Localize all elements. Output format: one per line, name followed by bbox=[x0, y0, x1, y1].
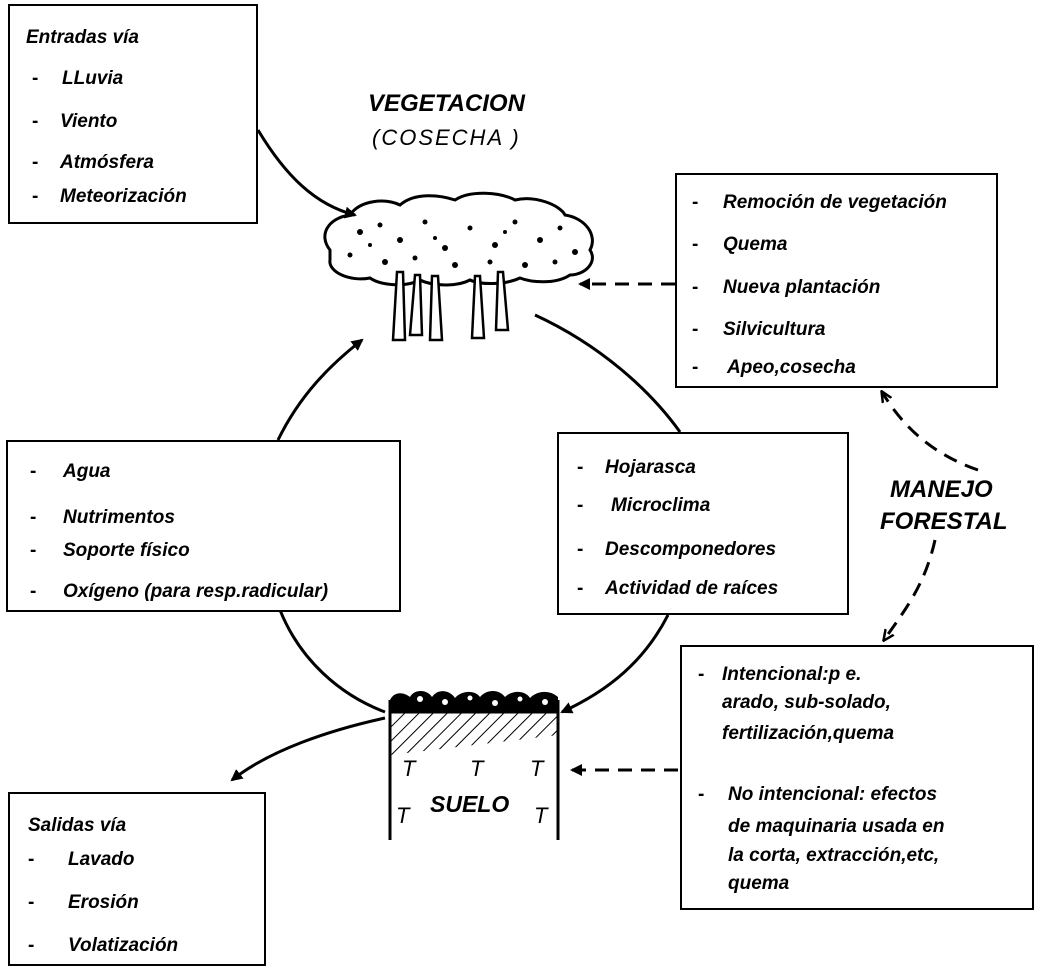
soil-marker-t4: T bbox=[396, 803, 410, 828]
list-bullet: - bbox=[28, 849, 35, 870]
list-item: Erosión bbox=[68, 892, 139, 913]
list-item: LLuvia bbox=[62, 68, 124, 89]
list-bullet: - bbox=[30, 507, 37, 528]
list-bullet: - bbox=[30, 540, 37, 561]
tree-icon bbox=[323, 191, 594, 342]
soil-to-vegetation-box: - Agua - Nutrimentos - Soporte físico - … bbox=[6, 440, 401, 612]
unintentional-line: No intencional: efectos bbox=[728, 784, 938, 805]
arrow-forestal-to-top-box bbox=[882, 392, 979, 472]
list-bullet: - bbox=[698, 664, 705, 685]
list-bullet: - bbox=[577, 539, 584, 560]
list-bullet: - bbox=[692, 234, 699, 255]
list-bullet: - bbox=[28, 935, 35, 956]
soil-marker-t3: T bbox=[530, 756, 544, 781]
inputs-heading: Entradas vía bbox=[26, 27, 139, 48]
cycle-arrows bbox=[230, 129, 682, 782]
management-title-line2: FORESTAL bbox=[880, 508, 1008, 535]
list-item: Descomponedores bbox=[605, 539, 777, 560]
unintentional-line: la corta, extracción,etc, bbox=[728, 845, 940, 866]
soil-marker-t5: T bbox=[534, 803, 548, 828]
list-bullet: - bbox=[692, 319, 699, 340]
arrow-vegetation-to-soil-top bbox=[534, 313, 682, 433]
list-bullet: - bbox=[698, 784, 705, 805]
list-item: Soporte físico bbox=[63, 540, 190, 561]
list-item: Nueva plantación bbox=[723, 277, 881, 298]
intentional-line: Intencional:p e. bbox=[722, 664, 862, 685]
list-item: Atmósfera bbox=[60, 152, 154, 173]
list-bullet: - bbox=[692, 277, 699, 298]
unintentional-line: quema bbox=[728, 873, 790, 894]
list-item: Nutrimentos bbox=[63, 507, 175, 528]
list-item: Volatización bbox=[68, 935, 179, 956]
list-item: Hojarasca bbox=[605, 457, 696, 478]
outputs-heading: Salidas vía bbox=[28, 815, 127, 836]
list-bullet: - bbox=[577, 578, 584, 599]
arrow-forestal-to-bottom-box bbox=[884, 539, 937, 640]
soil-marker-t2: T bbox=[470, 756, 484, 781]
soil-label: SUELO bbox=[430, 791, 510, 817]
management-arrows bbox=[570, 278, 979, 776]
list-bullet: - bbox=[32, 68, 39, 89]
list-bullet: - bbox=[30, 461, 37, 482]
list-bullet: - bbox=[32, 111, 39, 132]
list-item: Microclima bbox=[611, 495, 711, 516]
outputs-box: Salidas vía - Lavado - Erosión - Volatiz… bbox=[8, 792, 266, 966]
unintentional-line: de maquinaria usada en bbox=[728, 816, 945, 837]
soil-management-box: - Intencional:p e. arado, sub-solado, fe… bbox=[680, 645, 1034, 910]
list-bullet: - bbox=[28, 892, 35, 913]
list-item: Agua bbox=[63, 461, 111, 482]
vegetation-management-box: - Remoción de vegetación - Quema - Nueva… bbox=[675, 173, 998, 388]
arrow-soil-to-vegetation bbox=[276, 338, 364, 441]
arrow-inputs-to-vegetation bbox=[256, 129, 357, 219]
vegetation-title: VEGETACION bbox=[368, 90, 525, 117]
list-bullet: - bbox=[692, 192, 699, 213]
management-title-line1: MANEJO bbox=[890, 476, 993, 503]
list-item: Quema bbox=[723, 234, 788, 255]
arrow-vegetation-to-soil-bottom bbox=[560, 614, 670, 714]
list-item: Actividad de raíces bbox=[605, 578, 779, 599]
list-item: Viento bbox=[60, 111, 118, 132]
list-bullet: - bbox=[692, 357, 699, 378]
list-item: Apeo,cosecha bbox=[727, 357, 856, 378]
list-item: Oxígeno (para resp.radicular) bbox=[63, 581, 329, 602]
list-bullet: - bbox=[577, 457, 584, 478]
inputs-box: Entradas vía - LLuvia - Viento - Atmósfe… bbox=[8, 4, 258, 224]
list-item: Lavado bbox=[68, 849, 135, 870]
soil-profile-icon bbox=[388, 690, 560, 840]
arrow-soil-to-outputs bbox=[230, 716, 386, 782]
list-bullet: - bbox=[30, 581, 37, 602]
vegetation-to-soil-box: - Hojarasca - Microclima - Descomponedor… bbox=[557, 432, 849, 615]
list-item: Silvicultura bbox=[723, 319, 826, 340]
vegetation-subtitle: (COSECHA ) bbox=[372, 125, 521, 150]
list-bullet: - bbox=[577, 495, 584, 516]
soil-marker-t1: T bbox=[402, 756, 416, 781]
intentional-line: fertilización,quema bbox=[722, 723, 895, 744]
list-bullet: - bbox=[32, 186, 39, 207]
list-item: Remoción de vegetación bbox=[723, 192, 947, 213]
arrow-soil-to-outputs-connector bbox=[278, 609, 386, 714]
list-item: Meteorización bbox=[60, 186, 187, 207]
list-bullet: - bbox=[32, 152, 39, 173]
intentional-line: arado, sub-solado, bbox=[722, 692, 891, 713]
